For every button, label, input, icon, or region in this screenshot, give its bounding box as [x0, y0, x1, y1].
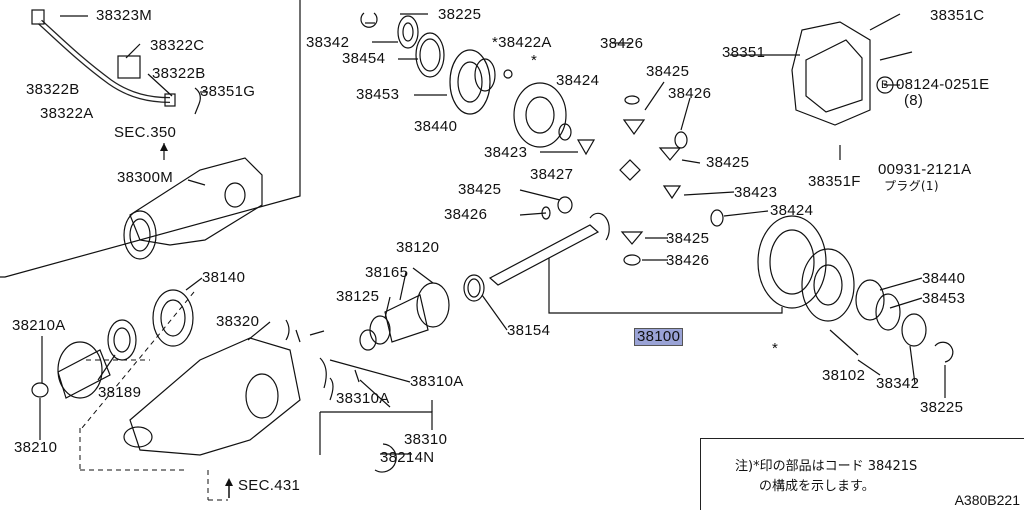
part-label-38425-d: 38425 [666, 230, 710, 247]
part-label-38423-top: 38423 [484, 144, 528, 161]
part-label-38440-top: 38440 [414, 118, 458, 135]
part-label-38225-right: 38225 [920, 399, 964, 416]
part-label-38154: 38154 [507, 322, 551, 339]
part-plug-note: プラグ(1) [884, 179, 939, 193]
part-label-38322B-left: 38322B [26, 81, 80, 98]
part-label-38320: 38320 [216, 313, 260, 330]
part-label-38424-top: 38424 [556, 72, 600, 89]
part-label-38342-top: 38342 [306, 34, 350, 51]
part-label-00931-2121A: 00931-2121A [878, 161, 972, 178]
part-label-38342-right: 38342 [876, 375, 920, 392]
part-label-08124-0251E: 08124-0251E [896, 76, 990, 93]
part-label-38425-c: 38425 [458, 181, 502, 198]
part-label-38351F: 38351F [808, 173, 861, 190]
part-label-38423-b: 38423 [734, 184, 778, 201]
part-label-38322A: 38322A [40, 105, 94, 122]
part-label-38424-b: 38424 [770, 202, 814, 219]
note-box: 注)*印の部品はコード 38421S の構成を示します。 [700, 438, 1024, 510]
part-qty-08124: (8) [904, 92, 924, 109]
part-label-38440-right: 38440 [922, 270, 966, 287]
part-label-38310: 38310 [404, 431, 448, 448]
part-label-38422A: *38422A [492, 34, 552, 51]
part-label-38100-highlighted[interactable]: 38100 [634, 328, 684, 346]
part-label-38140: 38140 [202, 269, 246, 286]
section-ref-350[interactable]: SEC.350 [114, 124, 177, 141]
part-label-38214N: 38214N [380, 449, 435, 466]
part-label-38165: 38165 [365, 264, 409, 281]
part-label-38310A-a: 38310A [410, 373, 464, 390]
part-label-38453-top: 38453 [356, 86, 400, 103]
part-label-38323M: 38323M [96, 7, 153, 24]
part-label-38310A-b: 38310A [336, 390, 390, 407]
note-line-1: 注)*印の部品はコード 38421S [735, 459, 918, 474]
section-ref-431[interactable]: SEC.431 [238, 477, 301, 494]
part-label-38427: 38427 [530, 166, 574, 183]
part-label-38125: 38125 [336, 288, 380, 305]
part-label-38189: 38189 [98, 384, 142, 401]
part-label-38322B-right: 38322B [152, 65, 206, 82]
part-label-38210: 38210 [14, 439, 58, 456]
part-label-38351: 38351 [722, 44, 766, 61]
part-label-38453-right: 38453 [922, 290, 966, 307]
part-label-38225-top: 38225 [438, 6, 482, 23]
circled-b-marker: B [881, 79, 889, 91]
part-label-38425-b: 38425 [706, 154, 750, 171]
part-label-38454: 38454 [342, 50, 386, 67]
part-label-38300M: 38300M [117, 169, 174, 186]
star-marker-38422A: * [531, 52, 538, 69]
note-line-2: の構成を示します。 [759, 479, 875, 494]
part-label-38102: 38102 [822, 367, 866, 384]
part-label-38426-b: 38426 [668, 85, 712, 102]
part-label-38120: 38120 [396, 239, 440, 256]
part-label-38351G: 38351G [200, 83, 256, 100]
part-label-38426-c: 38426 [444, 206, 488, 223]
part-label-38426-d: 38426 [666, 252, 710, 269]
part-label-38425-a: 38425 [646, 63, 690, 80]
star-marker-right: * [772, 340, 779, 357]
part-label-38210A: 38210A [12, 317, 66, 334]
part-label-38322C: 38322C [150, 37, 205, 54]
part-label-38351C: 38351C [930, 7, 985, 24]
part-label-38426-a: 38426 [600, 35, 644, 52]
diagram-code: A380B221 [954, 492, 1020, 508]
